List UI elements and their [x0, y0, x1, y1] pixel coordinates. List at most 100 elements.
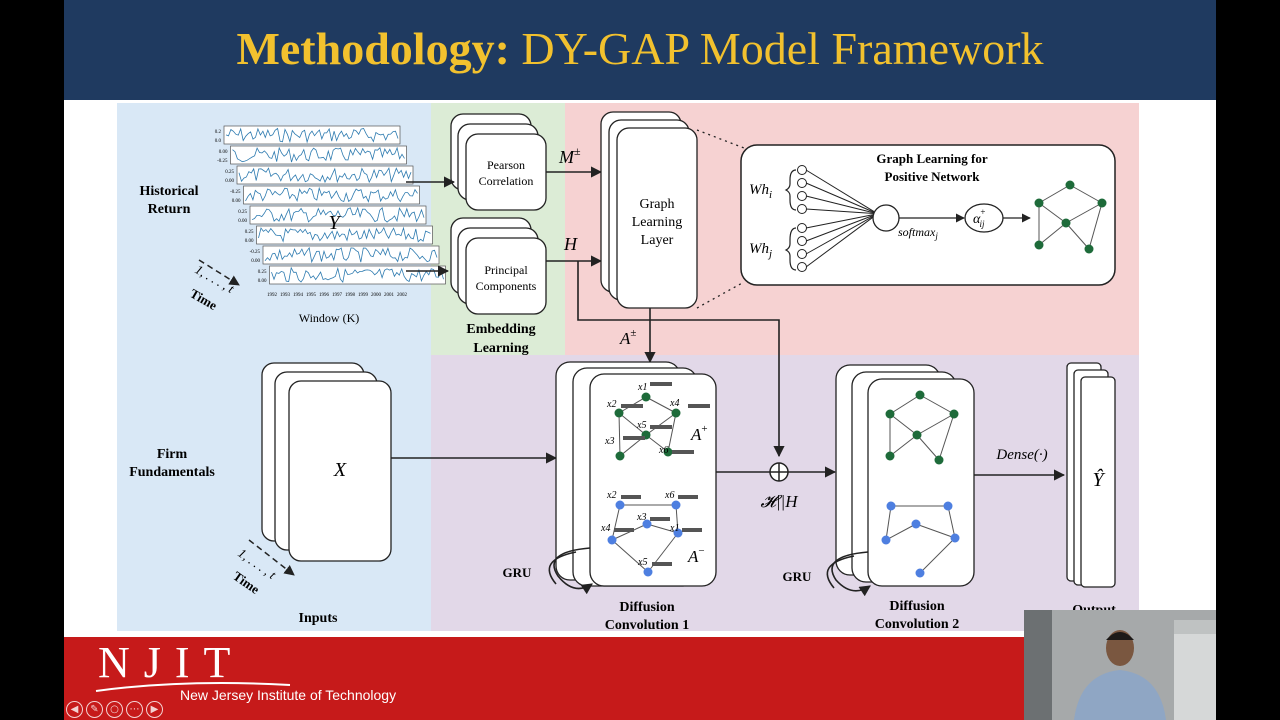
feature-bar — [623, 436, 645, 440]
node-label: x4 — [669, 398, 679, 409]
time-series-stack: 0.20.00.00-0.250.250.00-0.250.000.250.00… — [215, 125, 446, 285]
feature-bar — [672, 450, 694, 454]
graph-edge — [1038, 202, 1067, 224]
year-tick: 1997 — [332, 293, 343, 298]
feature-bar — [650, 382, 672, 386]
input-neuron — [797, 178, 807, 188]
node-label: x2 — [606, 399, 616, 410]
wh-i-label: Whi — [749, 182, 772, 201]
graph-edge — [889, 394, 921, 415]
gru-loop-1b — [548, 551, 577, 585]
time-arrow-top — [198, 259, 240, 286]
year-tick: 2000 — [371, 293, 382, 298]
pearson-label-2: Correlation — [479, 174, 534, 188]
graph-node — [663, 447, 673, 457]
pearson-label-1: Pearson — [487, 158, 525, 172]
graph-node — [912, 430, 922, 440]
series-line — [238, 166, 412, 184]
embedding-label-2: Learning — [473, 341, 528, 356]
arrow-left-icon[interactable]: ◀ — [66, 701, 83, 718]
firm-fundamentals-1: Firm — [157, 447, 188, 462]
dc2-label-1: Diffusion — [889, 599, 944, 614]
wh-j-label: Whj — [749, 241, 772, 260]
alpha-label: α+ij — [973, 207, 985, 229]
y-label: Y — [328, 212, 341, 234]
positive-graph-dc2 — [885, 390, 959, 465]
graph-node — [1065, 180, 1075, 190]
input-neuron — [797, 262, 807, 272]
series-tick: -0.25 — [230, 190, 241, 195]
neuron-edge — [805, 182, 875, 213]
softmax-label: softmaxj — [898, 225, 938, 241]
graph-node — [881, 535, 891, 545]
input-neuron — [797, 223, 807, 233]
graph-edge — [618, 412, 647, 436]
h-label: H — [563, 234, 578, 254]
graph-edge — [885, 505, 892, 541]
year-tick: 2002 — [397, 293, 408, 298]
gl-title-1: Graph Learning for — [876, 151, 987, 166]
series-tick: 0.0 — [215, 139, 222, 144]
graph-edge — [919, 394, 955, 415]
graph-node — [673, 528, 683, 538]
series-tick: 0.25 — [245, 230, 254, 235]
input-neuron — [797, 204, 807, 214]
series-line — [258, 226, 431, 243]
firm-fundamentals-2: Fundamentals — [129, 465, 215, 480]
node-label: x2 — [606, 490, 616, 501]
gru-loop-2 — [831, 551, 871, 597]
node-label: x1 — [637, 382, 647, 393]
graph-edge — [885, 523, 917, 541]
gll-label-1: Graph — [640, 197, 675, 212]
graph-edge — [646, 523, 679, 534]
graph-node — [915, 568, 925, 578]
neuron-edge — [805, 195, 875, 214]
graph-node — [949, 409, 959, 419]
historical-return-label-1: Historical — [139, 184, 198, 199]
pen-icon[interactable]: ✎ — [86, 701, 103, 718]
series-line — [232, 146, 405, 163]
graph-node — [1034, 198, 1044, 208]
panel-diffusion — [431, 355, 1139, 631]
principal-label-1: Principal — [484, 263, 528, 277]
gl-title-2: Positive Network — [885, 169, 981, 184]
menu-icon[interactable]: ⋯ — [126, 701, 143, 718]
graph-node — [615, 451, 625, 461]
x-input-stack — [261, 362, 392, 562]
historical-return-label-2: Return — [148, 202, 191, 217]
series-tick: -0.25 — [217, 159, 228, 164]
input-neuron — [797, 165, 807, 175]
m-pm-label: M± — [558, 144, 581, 167]
node-label: x4 — [600, 523, 610, 534]
slide-nav-controls: ◀ ✎ ○ ⋯ ▶ — [66, 701, 163, 718]
graph-edge — [938, 413, 955, 461]
year-tick: 1999 — [358, 293, 369, 298]
series-tick: 0.00 — [219, 150, 228, 155]
graph-edge — [1065, 222, 1090, 250]
presenter-webcam — [1024, 610, 1216, 720]
graph-edge — [645, 396, 677, 414]
concat-label: 𝓗||H — [761, 492, 800, 511]
node-label: x5 — [637, 557, 647, 568]
series-line — [245, 186, 418, 203]
arrow-right-icon[interactable]: ▶ — [146, 701, 163, 718]
node-label: x1 — [669, 523, 679, 534]
series-tick: 0.00 — [251, 259, 260, 264]
graph-node — [615, 500, 625, 510]
year-tick: 1994 — [293, 293, 304, 298]
circle-icon[interactable]: ○ — [106, 701, 123, 718]
graph-node — [671, 408, 681, 418]
graph-edge — [889, 434, 918, 457]
graph-edge — [618, 412, 621, 457]
slide-header: Methodology: DY-GAP Model Framework — [64, 0, 1216, 100]
logo-swoosh — [95, 682, 291, 692]
dense-label: Dense(·) — [995, 447, 1047, 463]
series-tick: 0.00 — [238, 219, 247, 224]
series-line — [251, 206, 425, 223]
graph-node — [1034, 240, 1044, 250]
graph-node — [934, 455, 944, 465]
feature-bar — [650, 425, 672, 429]
principal-components-stack — [450, 217, 547, 315]
